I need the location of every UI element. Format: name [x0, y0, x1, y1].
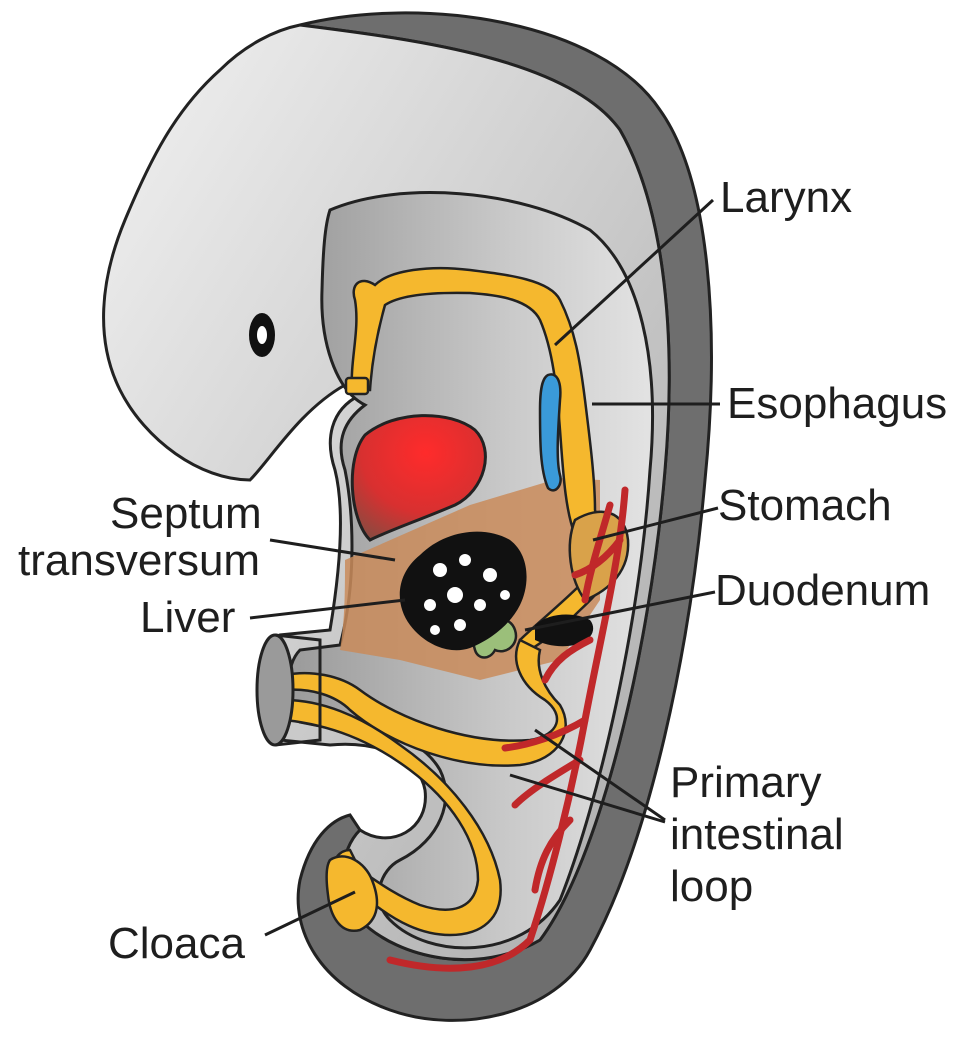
label-esophagus: Esophagus: [727, 379, 947, 428]
yolk-stalk-stump: [257, 635, 293, 745]
eye-pupil: [257, 326, 267, 344]
label-stomach: Stomach: [718, 481, 892, 530]
label-larynx: Larynx: [720, 173, 852, 222]
pharynx-end: [346, 378, 368, 394]
label-septum-line1: Septum: [110, 489, 262, 538]
label-duodenum: Duodenum: [715, 566, 930, 615]
label-liver: Liver: [140, 593, 235, 642]
label-septum-line2: transversum: [18, 536, 260, 585]
label-primary-line1: Primary: [670, 758, 822, 807]
label-primary-line2: intestinal: [670, 810, 844, 859]
label-cloaca: Cloaca: [108, 919, 245, 968]
label-primary-line3: loop: [670, 862, 753, 911]
lung-bud: [540, 374, 561, 490]
